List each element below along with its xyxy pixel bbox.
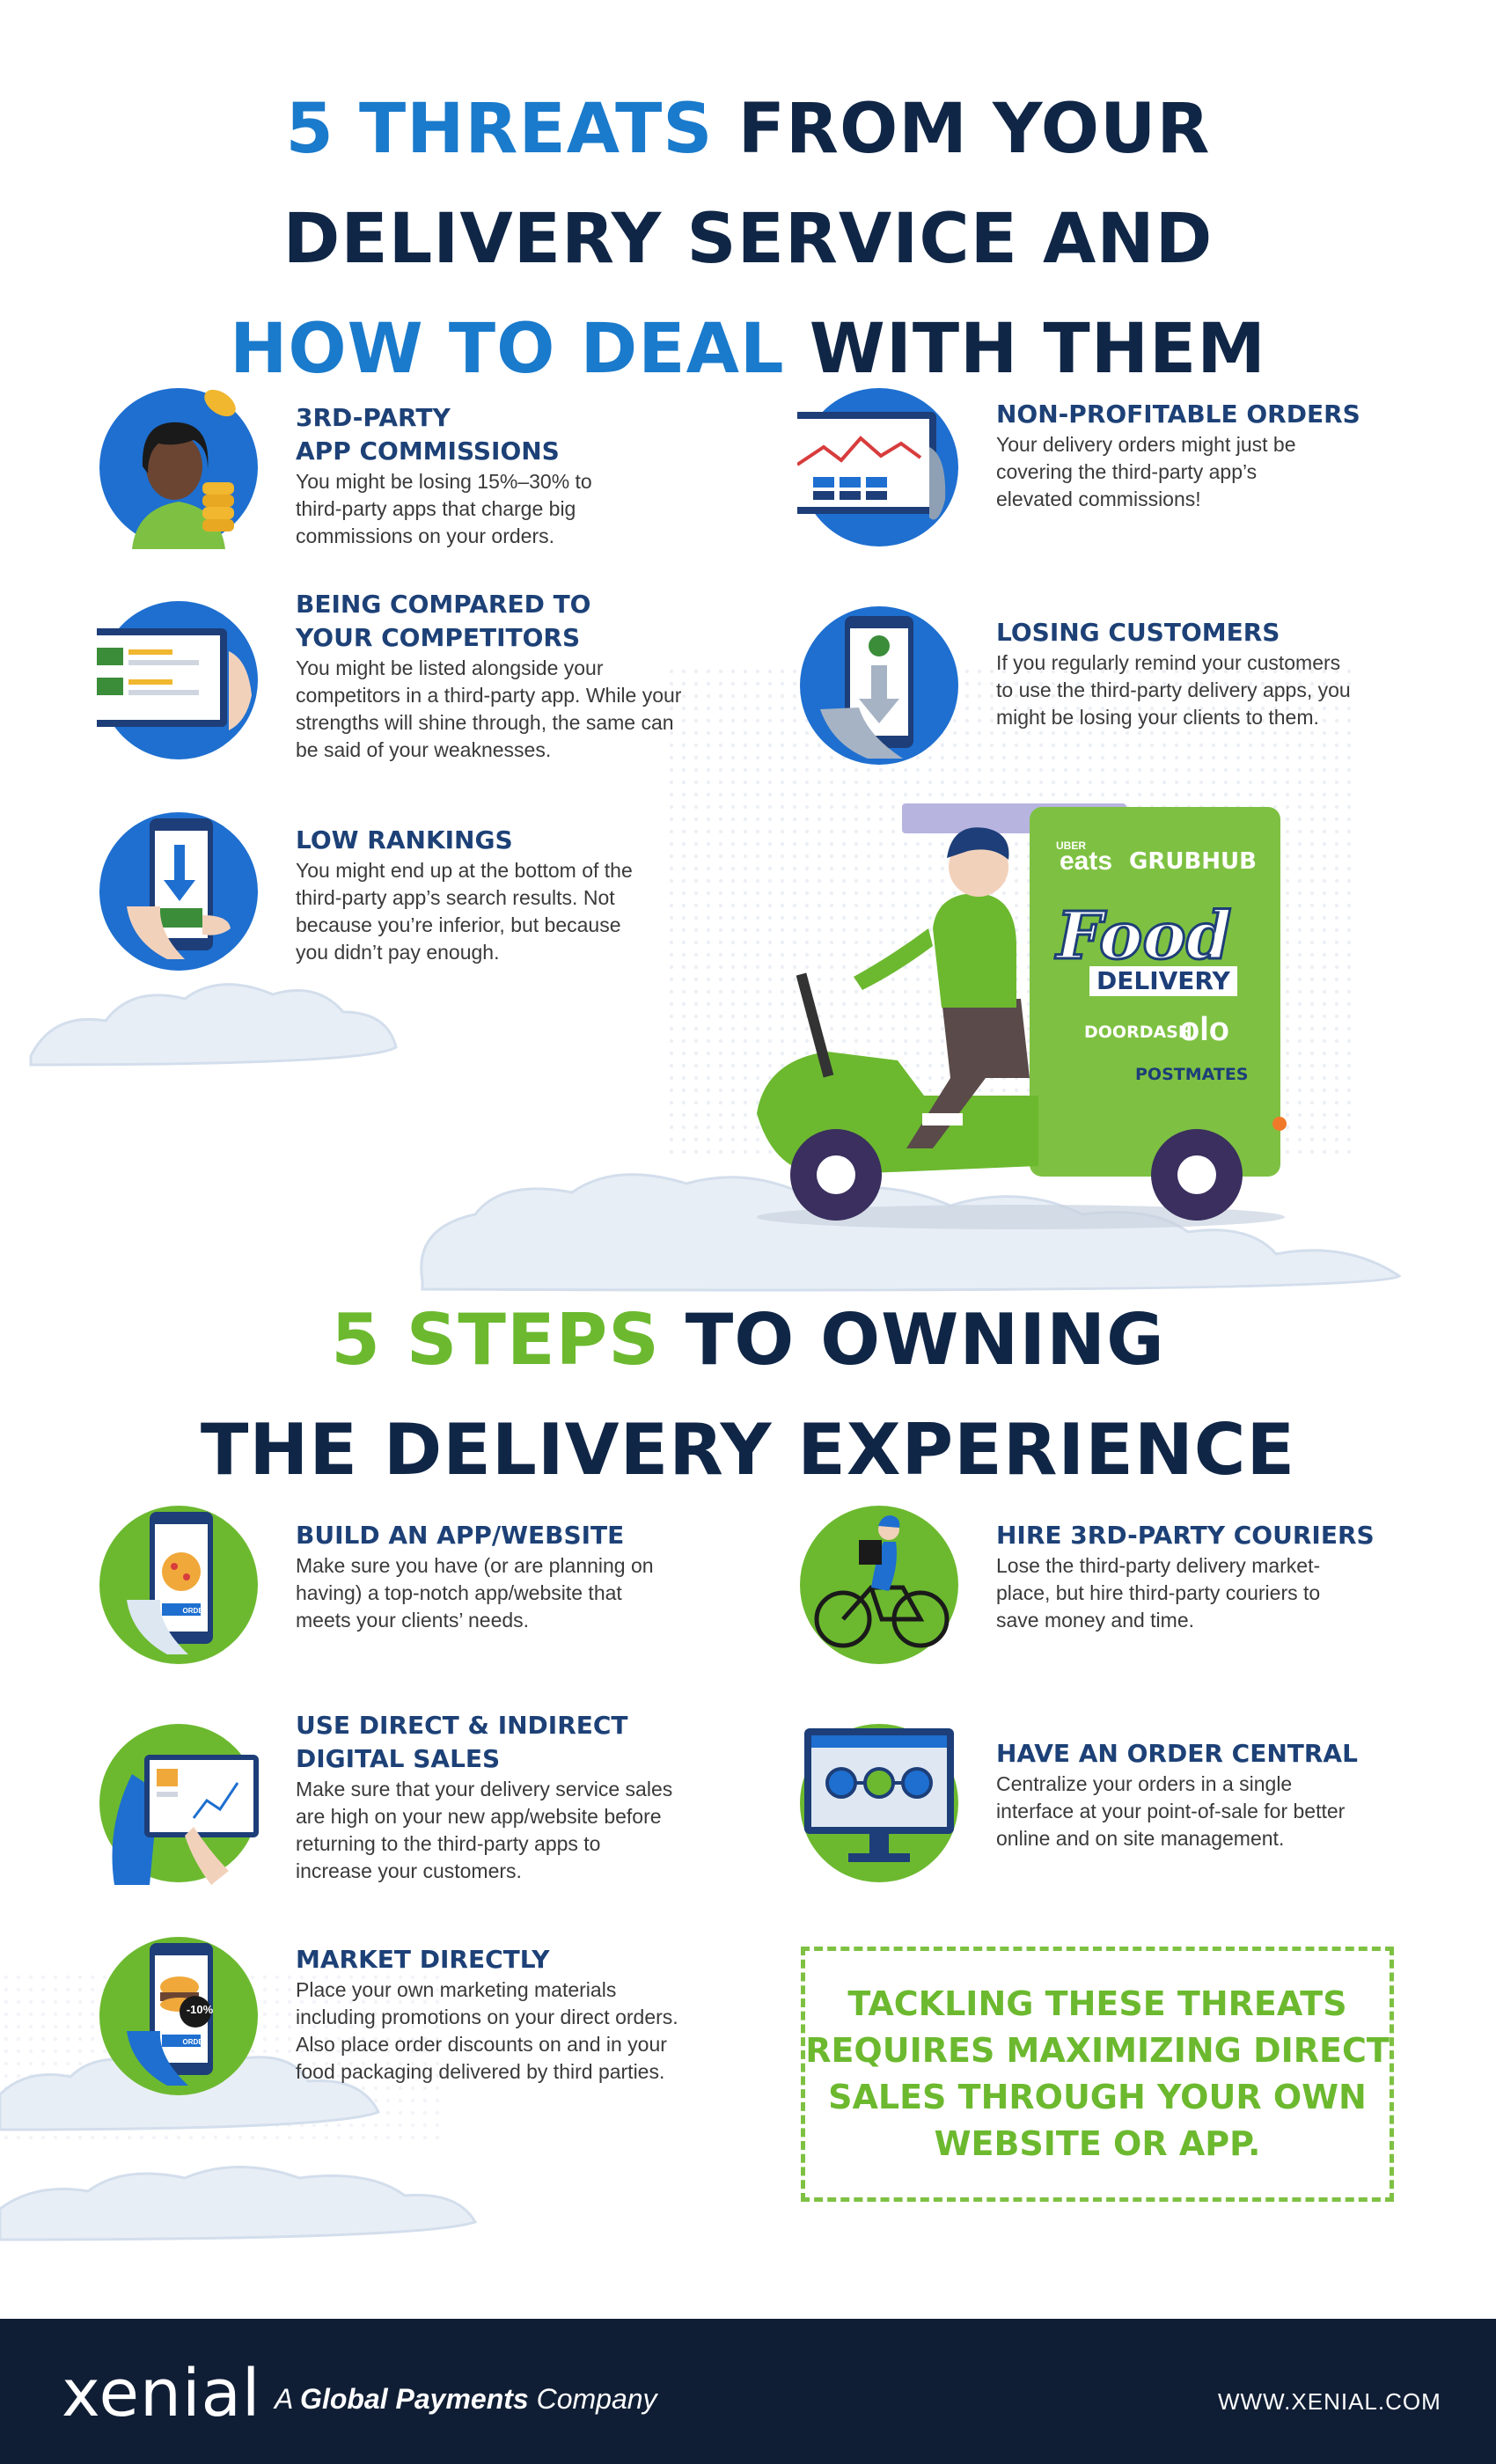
step-description: Make sure you have (or are planning on h… — [296, 1554, 654, 1632]
title-text: FROM YOUR — [713, 90, 1211, 169]
review-tablet-icon — [97, 601, 258, 759]
doordash-label: DOORDASH — [1084, 1023, 1192, 1042]
footer-tagline: A Global Payments Company — [275, 2381, 657, 2416]
threat-heading: LOSING CUSTOMERS — [996, 618, 1280, 647]
discount-phone-icon — [99, 1937, 258, 2095]
title-accent: 5 STEPS — [331, 1299, 660, 1381]
threat-heading: 3RD-PARTY APP COMMISSIONS — [296, 403, 560, 466]
threat-heading: BEING COMPARED TO YOUR COMPETITORS — [296, 590, 591, 652]
step-heading: HAVE AN ORDER CENTRAL — [996, 1739, 1358, 1768]
order-button-label: ORDER — [182, 1607, 209, 1615]
postmates-label: POSTMATES — [1135, 1065, 1249, 1084]
footer — [0, 2319, 1496, 2464]
tagline-suffix: Company — [528, 2383, 657, 2415]
cloud — [420, 1173, 1402, 1292]
threat-description: You might be losing 15%–30% to third-par… — [296, 470, 592, 547]
step-heading: USE DIRECT & INDIRECT DIGITAL SALES — [296, 1711, 628, 1773]
tagline-brand: Global Payments — [300, 2383, 529, 2415]
website-link[interactable]: WWW.XENIAL.COM — [1218, 2388, 1441, 2415]
title-text: DELIVERY SERVICE AND — [282, 200, 1214, 279]
step-description: Centralize your orders in a single inter… — [996, 1772, 1346, 1850]
food-label: Food — [1055, 898, 1233, 974]
xenial-logo: xenial — [62, 2356, 261, 2431]
order-central-monitor-icon — [800, 1724, 958, 1882]
threat-description: If you regularly remind your customers t… — [996, 651, 1351, 729]
step-item: HAVE AN ORDER CENTRAL Centralize your or… — [996, 1737, 1471, 1852]
olo-label: olo — [1179, 1011, 1229, 1048]
callout-text: TACKLING THESE THREATS REQUIRES MAXIMIZI… — [805, 1984, 1390, 2163]
threat-item: NON-PROFITABLE ORDERS Your delivery orde… — [996, 398, 1454, 513]
steps-title: 5 STEPS TO OWNING THE DELIVERY EXPERIENC… — [0, 1285, 1496, 1505]
cloud — [0, 2048, 478, 2241]
title-accent: 5 THREATS — [285, 90, 714, 169]
step-heading: MARKET DIRECTLY — [296, 1945, 550, 1974]
step-item: HIRE 3RD-PARTY COURIERS Lose the third-p… — [996, 1519, 1471, 1634]
threat-heading: LOW RANKINGS — [296, 825, 513, 854]
threats-title: 5 THREATS FROM YOUR DELIVERY SERVICE AND… — [0, 75, 1496, 405]
step-item: MARKET DIRECTLY Place your own marketing… — [296, 1943, 788, 2086]
courier-bicycle-icon — [800, 1506, 958, 1664]
uber-label: UBER — [1056, 840, 1087, 852]
grubhub-label: GRUBHUB — [1129, 848, 1257, 875]
threat-heading: NON-PROFITABLE ORDERS — [996, 400, 1360, 429]
step-description: Place your own marketing materials inclu… — [296, 1978, 678, 2083]
ranking-phone-icon — [99, 812, 258, 971]
title-text: THE DELIVERY EXPERIENCE — [200, 1409, 1296, 1491]
title-accent: HOW TO DEAL — [230, 310, 785, 389]
tagline-prefix: A — [275, 2383, 301, 2415]
threat-item: 3RD-PARTY APP COMMISSIONS You might be l… — [296, 401, 753, 550]
threat-description: You might be listed alongside your compe… — [296, 656, 682, 761]
customer-phone-icon — [800, 606, 958, 765]
food-app-phone-icon — [99, 1506, 258, 1664]
order-button-label: ORDER — [182, 2038, 209, 2046]
discount-badge: -10% — [186, 2003, 214, 2016]
step-description: Make sure that your delivery service sal… — [296, 1778, 673, 1882]
title-text: TO OWNING — [659, 1299, 1165, 1381]
threat-description: You might end up at the bottom of the th… — [296, 859, 633, 964]
woman-coins-icon — [99, 388, 258, 549]
step-item: USE DIRECT & INDIRECT DIGITAL SALES Make… — [296, 1709, 788, 1885]
chart-monitor-icon — [797, 388, 958, 546]
step-heading: HIRE 3RD-PARTY COURIERS — [996, 1521, 1375, 1550]
callout-box: TACKLING THESE THREATS REQUIRES MAXIMIZI… — [801, 1947, 1394, 2202]
cloud — [29, 983, 398, 1067]
step-heading: BUILD AN APP/WEBSITE — [296, 1521, 625, 1550]
threat-description: Your delivery orders might just be cover… — [996, 433, 1296, 510]
sales-tablet-icon — [99, 1724, 259, 1885]
ubereats-label: eats — [1060, 847, 1113, 876]
threat-item: LOSING CUSTOMERS If you regularly remind… — [996, 616, 1471, 731]
title-text: WITH THEM — [784, 310, 1266, 389]
step-description: Lose the third-party delivery market- pl… — [996, 1554, 1321, 1632]
threat-item: LOW RANKINGS You might end up at the bot… — [296, 824, 753, 966]
threat-item: BEING COMPARED TO YOUR COMPETITORS You m… — [296, 588, 788, 764]
delivery-label: DELIVERY — [1089, 966, 1237, 996]
step-item: BUILD AN APP/WEBSITE Make sure you have … — [296, 1519, 753, 1634]
